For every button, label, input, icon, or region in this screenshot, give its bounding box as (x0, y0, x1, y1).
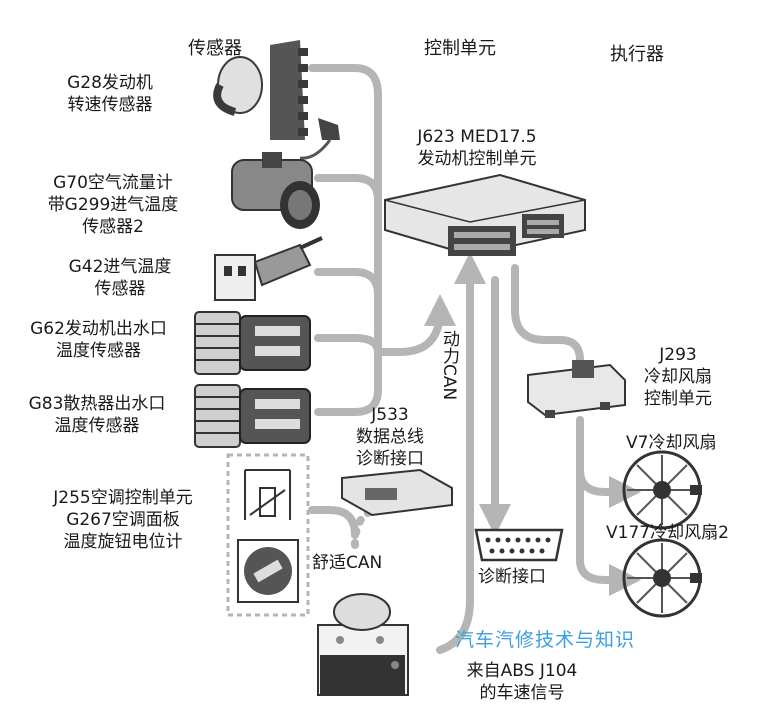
label-g42: G42进气温度传感器 (68, 257, 172, 299)
fan-control-graphic (527, 360, 626, 418)
label-g28: G28发动机转速传感器 (67, 73, 153, 115)
label-diag-port: 诊断接口 (478, 567, 546, 587)
header-sensors: 传感器 (188, 38, 242, 59)
g83-sensor-graphic (194, 384, 311, 448)
actuator-lines (511, 264, 641, 596)
label-g83: G83散热器出水口温度传感器 (28, 394, 166, 436)
j255-frame (226, 453, 310, 617)
g42-sensor-graphic (214, 236, 323, 301)
label-comfort-can: 舒适CAN (312, 553, 383, 573)
obd-connector-graphic (474, 528, 564, 562)
label-drive-can: 动力CAN (439, 330, 459, 401)
g62-sensor-graphic (194, 311, 311, 375)
j255-potentiometer-graphic (237, 469, 299, 603)
fan1-graphic (622, 450, 702, 530)
g28-sensor-graphic (213, 40, 340, 160)
label-fan1: V7冷却风扇 (626, 433, 717, 453)
header-control-unit: 控制单元 (424, 38, 496, 59)
header-actuators: 执行器 (610, 44, 664, 65)
sensor-signal-lines (308, 64, 456, 539)
can-lines (351, 252, 511, 654)
abs-unit-graphic (317, 593, 409, 696)
g70-maf-graphic (231, 152, 320, 229)
gateway-graphic (341, 468, 453, 517)
label-fan2: V177冷却风扇2 (606, 523, 729, 543)
label-g70: G70空气流量计带G299进气温度传感器2 (47, 173, 179, 237)
label-g62: G62发动机出水口温度传感器 (30, 319, 167, 361)
ecu-graphic (384, 173, 586, 257)
fan2-graphic (622, 538, 702, 618)
watermark-text: 汽车汽修技术与知识 (455, 629, 636, 651)
